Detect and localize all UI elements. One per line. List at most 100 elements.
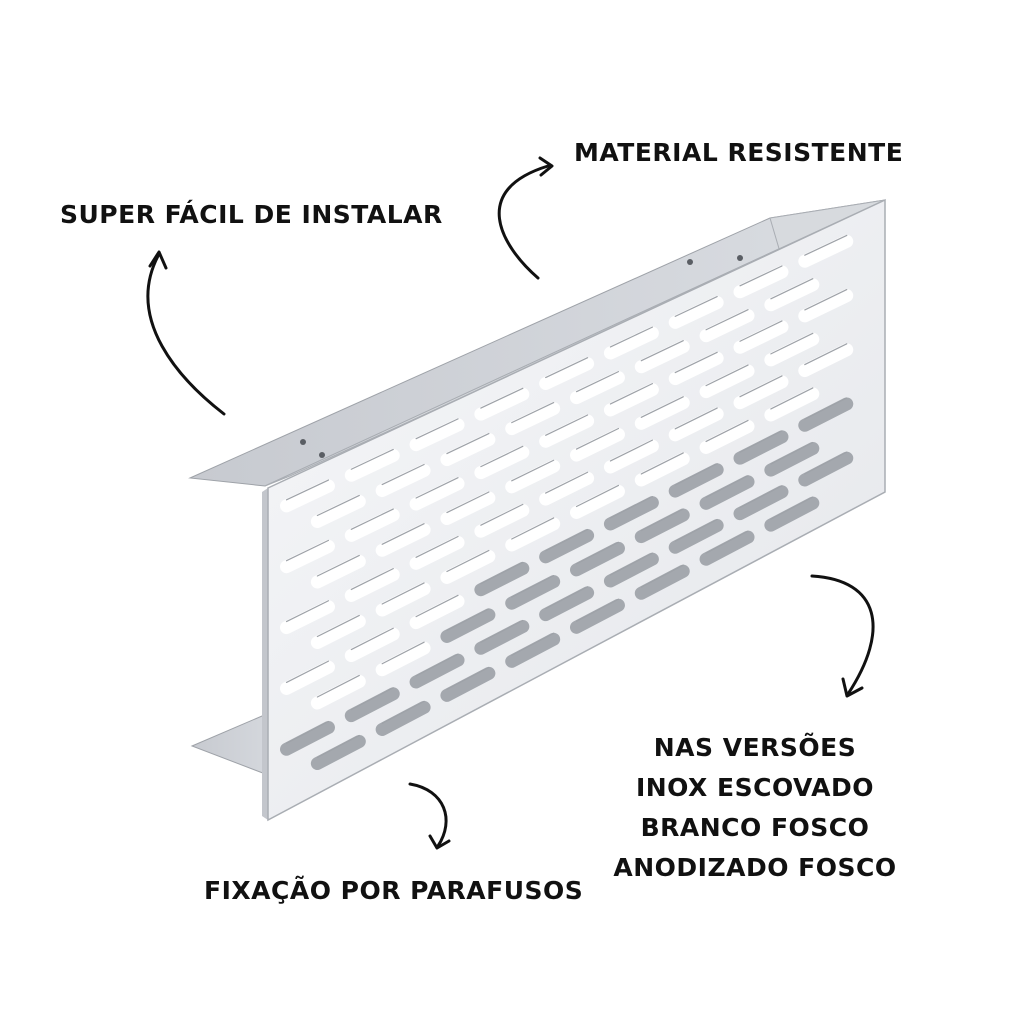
vent-slot — [280, 720, 335, 756]
vent-slot — [310, 614, 366, 650]
vent-slot-edge — [640, 508, 684, 532]
vent-slot — [280, 600, 335, 635]
vent-slot-edge — [350, 448, 394, 470]
vent-slot-edge — [739, 320, 783, 342]
version-anodizado: ANODIZADO FOSCO — [613, 853, 897, 882]
vent-slot-edge — [545, 414, 589, 436]
vent-slot — [798, 234, 854, 268]
vent-slot — [603, 383, 659, 417]
panel-edge — [262, 488, 268, 820]
vent-slot-edge — [739, 485, 783, 509]
vent-slot — [699, 419, 755, 454]
vent-slot-edge — [316, 614, 360, 638]
vent-slot — [375, 523, 431, 557]
vent-slot-edge — [415, 653, 459, 677]
vent-slot — [375, 463, 431, 498]
vent-slot — [539, 471, 595, 506]
vent-slot-edge — [705, 364, 749, 387]
vent-slot — [668, 351, 724, 386]
screw-hole — [319, 452, 325, 458]
arrow-to-versions — [810, 574, 875, 696]
vent-slot — [570, 371, 625, 405]
vent-slot — [798, 397, 854, 432]
vent-slot — [603, 496, 659, 531]
vent-slot — [409, 594, 465, 630]
vent-slot-edge — [705, 419, 749, 443]
vent-slot-edge — [739, 265, 783, 287]
vent-slot — [699, 475, 755, 510]
vent-slot-edge — [350, 627, 394, 651]
vent-slot — [409, 653, 465, 689]
vent-slot — [280, 479, 335, 513]
vent-slot-edge — [640, 564, 684, 588]
vent-slot-edge — [381, 700, 425, 725]
vent-slot-edge — [285, 479, 330, 501]
vent-slot — [733, 320, 789, 354]
vent-slot — [539, 414, 595, 448]
vent-slot-edge — [575, 484, 620, 508]
vent-slot-edge — [705, 475, 749, 498]
vent-slot-edge — [545, 586, 589, 610]
vent-slot-edge — [575, 427, 620, 450]
vent-slot-edge — [609, 496, 653, 519]
vent-slot — [699, 530, 755, 566]
arrow-head-material — [538, 156, 554, 177]
vent-slot — [440, 433, 496, 467]
vent-slot — [474, 619, 530, 655]
vent-slot — [699, 364, 755, 399]
vent-slot-edge — [350, 508, 394, 530]
vent-slot-edge — [480, 503, 524, 526]
vent-slot — [764, 441, 820, 477]
vent-slot-edge — [739, 430, 783, 453]
vent-slot — [603, 439, 659, 474]
version-branco: BRANCO FOSCO — [640, 813, 870, 842]
versions-title: NAS VERSÕES — [653, 733, 857, 762]
vent-slot — [310, 674, 366, 710]
vent-slot — [764, 496, 820, 532]
vent-slot — [344, 687, 400, 723]
vent-slot — [668, 518, 724, 554]
vent-slot — [310, 734, 366, 771]
vent-slot — [764, 332, 820, 367]
vent-slot — [603, 552, 659, 588]
vent-slot-edge — [770, 441, 814, 465]
vent-slot-edge — [415, 477, 459, 499]
vent-slot — [634, 564, 690, 600]
vent-slot-edge — [480, 619, 524, 643]
vent-slot-edge — [804, 234, 848, 256]
vent-slot — [344, 508, 400, 542]
vent-slot-edge — [575, 371, 620, 393]
vent-slot-edge — [770, 496, 814, 520]
vent-slot — [668, 407, 724, 442]
vent-slot — [733, 265, 789, 299]
vent-slot — [409, 536, 465, 570]
vent-slot-edge — [770, 278, 814, 300]
vent-slot-edge — [609, 439, 653, 462]
vent-slot-edge — [446, 549, 490, 573]
vent-slot — [409, 477, 465, 511]
arrow-head-versions — [841, 677, 864, 698]
vent-slot — [733, 375, 789, 410]
vent-slot-edge — [674, 463, 718, 486]
vent-slot-edge — [381, 582, 425, 605]
arrow-head-fixation — [428, 834, 451, 850]
vent-slot-edge — [285, 660, 330, 684]
vent-slot — [603, 326, 659, 360]
vent-slot — [634, 452, 690, 487]
vent-slots — [280, 234, 854, 771]
vent-slot-edge — [316, 554, 360, 577]
vent-slot-edge — [415, 535, 459, 558]
vent-slot-edge — [674, 351, 718, 374]
vent-slot-edge — [545, 528, 589, 552]
vent-slot-edge — [545, 471, 589, 494]
vent-slot — [733, 485, 789, 521]
vent-slot — [505, 402, 561, 436]
vent-slot — [440, 666, 496, 702]
versions-block: NAS VERSÕES INOX ESCOVADO BRANCO FOSCO A… — [600, 728, 910, 888]
vent-slot-edge — [804, 343, 848, 366]
vent-slot-edge — [446, 432, 490, 455]
fixation-label: FIXAÇÃO POR PARAFUSOS — [204, 876, 584, 905]
vent-slot — [634, 340, 690, 374]
install-label: SUPER FÁCIL DE INSTALAR — [60, 200, 443, 229]
vent-slot — [440, 549, 496, 584]
